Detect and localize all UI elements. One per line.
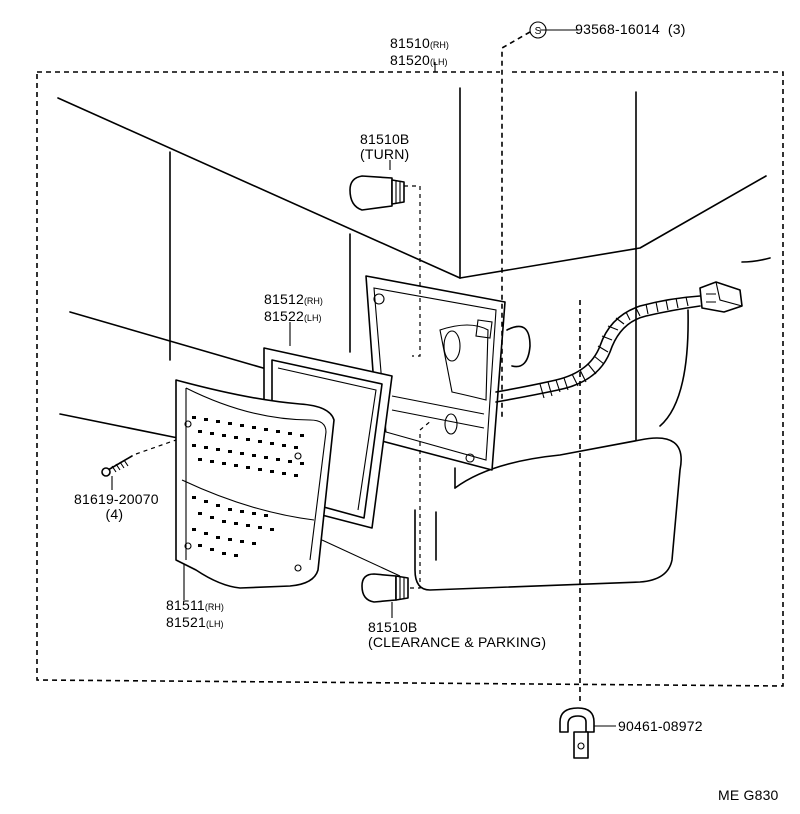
clearance-bulb bbox=[361, 419, 433, 603]
clearance-bulb-callout: 81510B (CLEARANCE & PARKING) bbox=[368, 620, 546, 650]
lens-prism-pattern bbox=[192, 416, 304, 557]
assembly-boundary-frame bbox=[36, 62, 784, 687]
clearance-bulb-note: (CLEARANCE & PARKING) bbox=[368, 634, 547, 650]
lens-screw-quantity: (4) bbox=[105, 506, 124, 522]
turn-bulb bbox=[349, 175, 421, 357]
assembly-rh-tag: (RH) bbox=[429, 40, 449, 50]
clearance-bulb-number: 81510B bbox=[368, 619, 418, 635]
turn-bulb-note: (TURN) bbox=[360, 146, 410, 162]
lens-rh-tag: (RH) bbox=[204, 602, 224, 612]
gasket-callout: 81512(RH) 81522(LH) bbox=[264, 292, 323, 326]
turn-bulb-number: 81510B bbox=[360, 131, 410, 147]
lens bbox=[175, 379, 335, 589]
fastener-route-line bbox=[501, 31, 581, 704]
lens-number-lh: 81521 bbox=[166, 614, 206, 630]
harness-clamp bbox=[559, 707, 595, 759]
lens-lh-tag: (LH) bbox=[205, 619, 224, 629]
gasket-rh-tag: (RH) bbox=[303, 296, 323, 306]
lens-number-rh: 81511 bbox=[166, 597, 205, 613]
screw-top-part-number: 93568-16014 bbox=[575, 21, 660, 37]
vehicle-body-panel bbox=[57, 87, 771, 591]
gasket-lh-tag: (LH) bbox=[303, 313, 322, 323]
assembly-number-rh: 81510 bbox=[390, 35, 430, 51]
clamp-callout: 90461-08972 bbox=[618, 719, 703, 734]
leader-lines bbox=[111, 29, 616, 727]
figure-code: ME G830 bbox=[718, 787, 779, 803]
clamp-part-number: 90461-08972 bbox=[618, 718, 703, 734]
assembly-number-lh: 81520 bbox=[390, 52, 430, 68]
screw-top-callout: S 93568-16014 (3) bbox=[533, 22, 686, 39]
turn-bulb-callout: 81510B (TURN) bbox=[360, 132, 409, 162]
gasket-number-lh: 81522 bbox=[264, 308, 304, 324]
gasket-number-rh: 81512 bbox=[264, 291, 304, 307]
assembly-callout: 81510(RH) 81520(LH) bbox=[390, 36, 449, 70]
lens-screw-callout: 81619-20070 (4) bbox=[74, 492, 159, 522]
standard-part-symbol: S bbox=[534, 26, 542, 37]
lamp-housing bbox=[365, 275, 531, 471]
lens-callout: 81511(RH) 81521(LH) bbox=[166, 598, 224, 632]
lens-screw-part-number: 81619-20070 bbox=[74, 491, 159, 507]
wire-harness bbox=[495, 281, 743, 403]
screw-top-quantity: (3) bbox=[667, 21, 686, 37]
standard-part-symbol-circle bbox=[529, 21, 547, 39]
assembly-lh-tag: (LH) bbox=[429, 57, 448, 67]
lens-screw bbox=[101, 439, 177, 477]
